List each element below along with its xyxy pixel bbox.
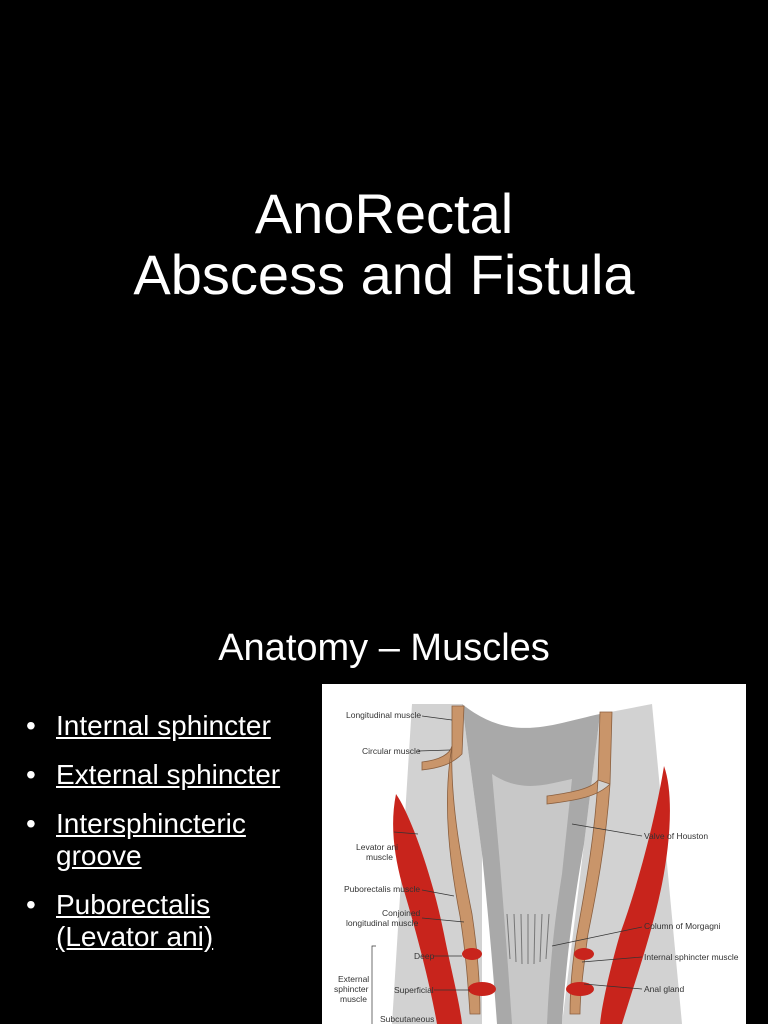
- external-sphincter-superficial-right: [566, 982, 594, 996]
- lumen-shadow: [492, 774, 572, 1024]
- link-puborectalis[interactable]: Puborectalis: [56, 889, 211, 920]
- label-external-2: sphincter: [334, 984, 369, 994]
- slide-title-line-1: AnoRectal: [254, 182, 514, 245]
- levator-ani-left: [393, 794, 462, 1024]
- slide-title: AnoRectal Abscess and Fistula: [0, 183, 768, 305]
- bullet-puborectalis: • Puborectalis (Levator ani): [24, 889, 324, 953]
- outer-tissue-right: [562, 704, 682, 1024]
- bullet-intersphincteric-groove: • Intersphincteric groove: [24, 808, 324, 872]
- label-puborectalis: Puborectalis muscle: [344, 884, 420, 894]
- bullet-dot: •: [26, 759, 36, 790]
- label-deep: Deep: [414, 951, 435, 961]
- anal-columns: [506, 913, 550, 965]
- label-leaders: [371, 715, 643, 1024]
- longitudinal-muscle-left: [421, 705, 481, 1015]
- anatomy-slide-title: Anatomy – Muscles: [218, 627, 550, 669]
- label-levator-ani-2: muscle: [366, 852, 393, 862]
- title-slide: AnoRectal Abscess and Fistula: [0, 183, 768, 305]
- label-internal-sphincter: Internal sphincter muscle: [644, 952, 739, 962]
- link-internal-sphincter[interactable]: Internal sphincter: [56, 710, 271, 741]
- label-anal-gland: Anal gland: [644, 984, 684, 994]
- link-external-sphincter[interactable]: External sphincter: [56, 759, 281, 790]
- anatomy-figure: Longitudinal muscle Circular muscle Leva…: [322, 684, 746, 1024]
- anorectal-muscle-illustration: Longitudinal muscle Circular muscle Leva…: [334, 704, 739, 1024]
- bullet-dot: •: [26, 710, 36, 741]
- label-external-1: External: [338, 974, 369, 984]
- external-sphincter-deep-right: [574, 948, 594, 960]
- link-levator-ani[interactable]: (Levator ani): [56, 921, 214, 952]
- label-levator-ani-1: Levator ani: [356, 842, 398, 852]
- bullet-dot: •: [26, 889, 36, 920]
- label-valve-of-houston: Valve of Houston: [644, 831, 708, 841]
- bullet-list: • Internal sphincter • External sphincte…: [24, 710, 324, 970]
- label-superficial: Superficial: [394, 985, 434, 995]
- label-circular-muscle: Circular muscle: [362, 746, 421, 756]
- anatomy-slide: Anatomy – Muscles • Internal sphincter •…: [0, 600, 768, 1024]
- label-conjoined-1: Conjoined: [382, 908, 421, 918]
- link-groove[interactable]: groove: [56, 840, 142, 871]
- link-intersphincteric[interactable]: Intersphincteric: [56, 808, 246, 839]
- label-longitudinal-muscle: Longitudinal muscle: [346, 710, 421, 720]
- label-conjoined-2: longitudinal muscle: [346, 918, 419, 928]
- bullet-dot: •: [26, 808, 36, 839]
- external-sphincter-superficial: [468, 982, 496, 996]
- external-sphincter-deep: [462, 948, 482, 960]
- levator-ani-right: [600, 766, 670, 1024]
- outer-tissue-left: [392, 704, 482, 1024]
- bullet-external-sphincter: • External sphincter: [24, 759, 324, 791]
- label-external-3: muscle: [340, 994, 367, 1004]
- slide-title-line-2: Abscess and Fistula: [133, 243, 635, 306]
- label-subcutaneous: Subcutaneous: [380, 1014, 434, 1024]
- bullet-internal-sphincter: • Internal sphincter: [24, 710, 324, 742]
- label-column-of-morgagni: Column of Morgagni: [644, 921, 721, 931]
- longitudinal-muscle-right: [546, 711, 613, 1015]
